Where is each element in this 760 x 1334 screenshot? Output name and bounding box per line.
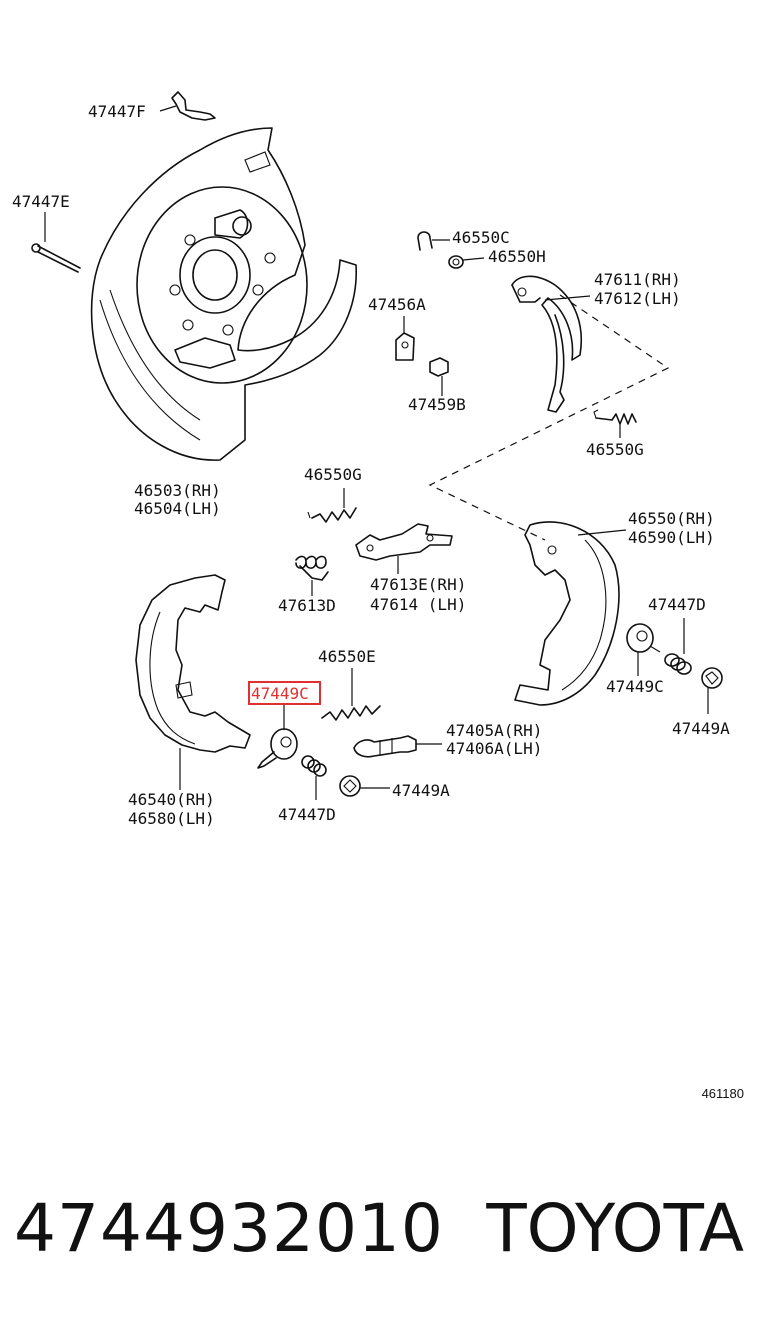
label-47449A-bottom: 47449A: [392, 781, 450, 800]
clip-46550C: [417, 231, 450, 251]
label-47447F: 47447F: [88, 102, 146, 121]
highlight-box: [248, 681, 321, 705]
bracket-47447F: [159, 91, 216, 121]
label-46550H: 46550H: [488, 247, 546, 266]
strut-47613E: [355, 523, 453, 574]
shoe-46550: [514, 521, 627, 706]
plate-47456A: [395, 316, 415, 361]
spring-47613D: [295, 555, 329, 596]
label-47614: 47614 (LH): [370, 595, 466, 614]
backing-plate: [90, 127, 357, 461]
label-47459B: 47459B: [408, 395, 466, 414]
label-47449A-right: 47449A: [672, 719, 730, 738]
bolt-47459B: [429, 357, 449, 396]
spring-46550E: [321, 668, 381, 721]
label-46503: 46503(RH): [134, 481, 221, 500]
shoe-47611: [511, 275, 591, 413]
spring-46550G-right: [593, 409, 637, 438]
label-47613D: 47613D: [278, 596, 336, 615]
label-47449C-right: 47449C: [606, 677, 664, 696]
pin-47447E: [31, 212, 81, 273]
label-47447E: 47447E: [12, 192, 70, 211]
label-47405A: 47405A(RH): [446, 721, 542, 740]
label-47611: 47611(RH): [594, 270, 681, 289]
adjuster-47405A: [353, 735, 442, 758]
pin-47449A-right: [701, 667, 723, 714]
cup-47449C-center: [257, 704, 298, 769]
label-47612: 47612(LH): [594, 289, 681, 308]
label-47449C-highlighted: 47449C: [251, 684, 309, 703]
label-47613E: 47613E(RH): [370, 575, 466, 594]
pin-47449A-bottom: [339, 775, 390, 797]
label-46550E: 46550E: [318, 647, 376, 666]
brand-name: TOYOTA: [486, 1190, 744, 1267]
label-46550G-middle: 46550G: [304, 465, 362, 484]
washer-46550H: [448, 255, 485, 269]
label-47447D-right: 47447D: [648, 595, 706, 614]
diagram-code: 461180: [701, 1086, 744, 1101]
label-46550G-right: 46550G: [586, 440, 644, 459]
shoe-46540: [135, 574, 251, 790]
spring-47447D-right: [664, 618, 692, 675]
label-46504: 46504(LH): [134, 499, 221, 518]
spring-47447D-bottom: [301, 755, 327, 800]
spring-46550G-middle: [307, 488, 357, 523]
label-46580: 46580(LH): [128, 809, 215, 828]
part-labels: 47447F 47447E 46503(RH) 46504(LH) 46550C…: [12, 102, 730, 828]
label-47406A: 47406A(LH): [446, 739, 542, 758]
label-46540: 46540(RH): [128, 790, 215, 809]
label-46590-lh: 46590(LH): [628, 528, 715, 547]
cup-47449C-right: [626, 623, 661, 676]
label-46550-rh: 46550(RH): [628, 509, 715, 528]
part-number: 4744932010: [14, 1190, 444, 1267]
label-47456A: 47456A: [368, 295, 426, 314]
label-47447D-bottom: 47447D: [278, 805, 336, 824]
assembly-dashed-lines: [428, 294, 670, 541]
label-46550C: 46550C: [452, 228, 510, 247]
